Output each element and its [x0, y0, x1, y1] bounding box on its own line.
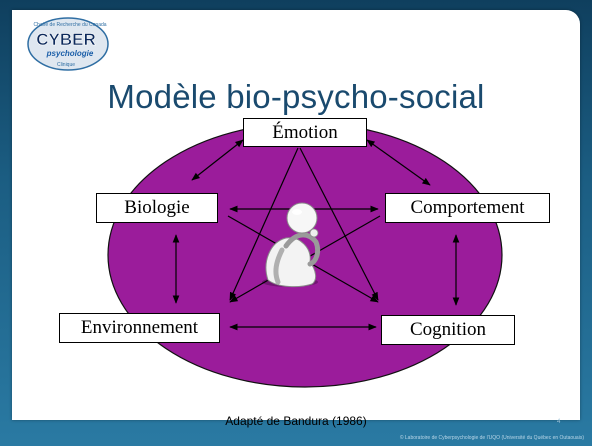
node-biologie: Biologie [96, 193, 218, 223]
logo-top-text: Chaire de Recherche du Canada [33, 22, 106, 28]
page-number: 4 [557, 419, 561, 425]
node-cognition: Cognition [381, 315, 515, 345]
logo-word-psychologie: psychologie [46, 49, 94, 58]
arrow-emotion-biologie [191, 139, 244, 181]
outer-connections [172, 139, 460, 331]
thinking-person-figure [262, 202, 321, 288]
arrow-emotion-cognition [299, 147, 379, 301]
node-emotion: Émotion [243, 118, 367, 147]
node-comportement: Comportement [385, 193, 550, 223]
cyberpsychologie-logo: Chaire de Recherche du Canada CYBER psyc… [27, 17, 109, 71]
source-caption: Adapté de Bandura (1986) [225, 414, 367, 428]
slide-title: Modèle bio-psycho-social [107, 78, 485, 115]
logo-word-cyber: CYBER [36, 30, 96, 49]
arrow-emotion-comportement [366, 139, 431, 186]
node-environnement: Environnement [59, 313, 220, 343]
logo-bottom-text: Clinique [57, 62, 75, 68]
footer-copyright: © Laboratoire de Cyberpsychologie de l'U… [399, 435, 584, 441]
arrow-emotion-environnement [229, 147, 299, 301]
